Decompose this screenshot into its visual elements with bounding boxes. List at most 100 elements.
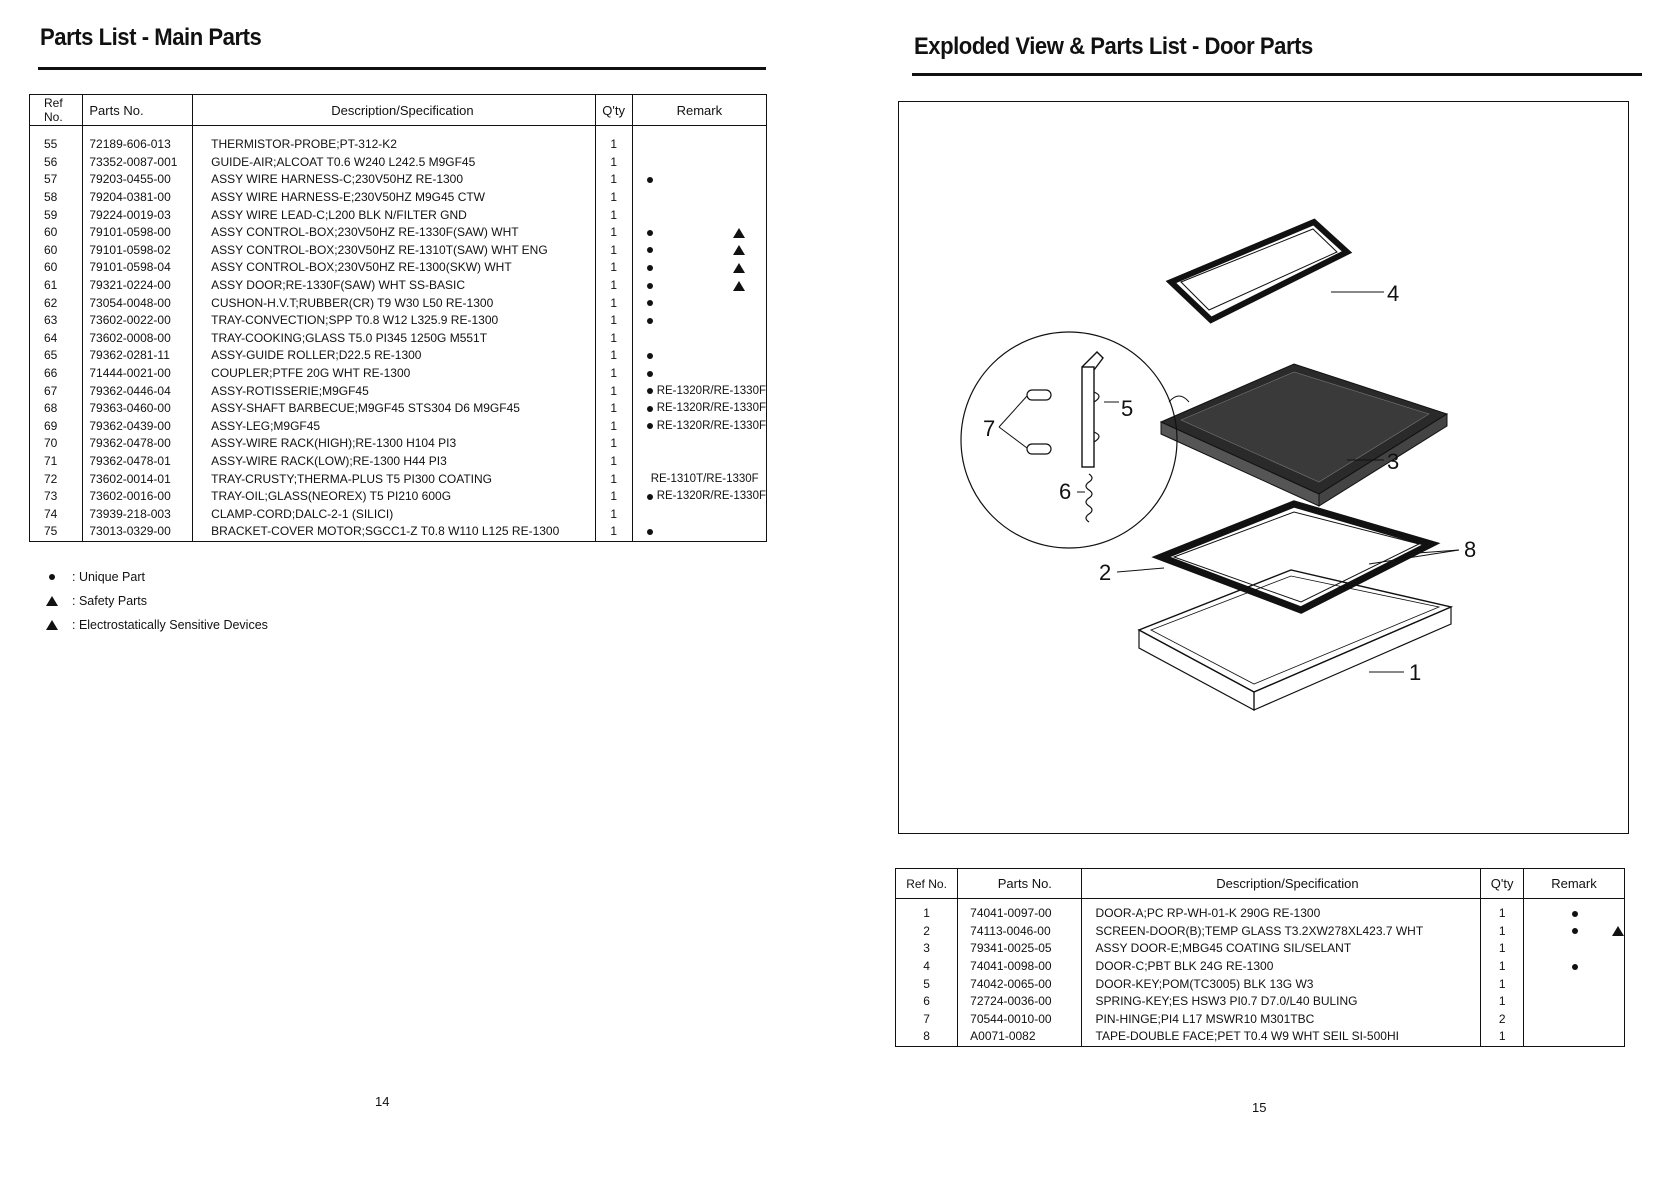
- unique-part-dot-icon: [49, 574, 55, 580]
- cell-qty: 1: [1480, 940, 1524, 958]
- cell-qty: 1: [1480, 1028, 1524, 1047]
- cell-qty: 1: [594, 294, 633, 312]
- cell-qty: 1: [594, 171, 633, 189]
- cell-qty: 1: [594, 470, 633, 488]
- cell-remark: [1523, 992, 1625, 1011]
- cell-remark: [631, 259, 767, 277]
- cell-remark: [631, 364, 767, 383]
- door-table-header: Ref No. Parts No. Description/Specificat…: [894, 868, 1625, 899]
- exploded-view-svg: 4 3 5 7 6 2 8 1: [960, 218, 1476, 712]
- cell-qty: 1: [594, 276, 633, 295]
- outer-door-part: [1137, 569, 1454, 712]
- cell-qty: 1: [594, 347, 633, 365]
- unique-part-dot-icon: [646, 352, 653, 359]
- cell-qty: 1: [594, 223, 633, 242]
- cell-qty: 1: [594, 452, 633, 471]
- unique-part-dot-icon: [646, 405, 653, 412]
- cell-part-no: 74041-0097-00: [957, 898, 1082, 923]
- cell-description: ASSY DOOR;RE-1330F(SAW) WHT SS-BASIC: [192, 276, 596, 295]
- cell-part-no: 73602-0016-00: [82, 487, 193, 506]
- detail-link: [1168, 395, 1190, 403]
- cell-part-no: 79362-0439-00: [82, 417, 193, 436]
- door-header-remark: Remark: [1523, 868, 1625, 899]
- cell-remark: [631, 206, 767, 224]
- callout-2: 2: [1099, 560, 1111, 585]
- cell-remark: [631, 329, 767, 348]
- cell-ref: 60: [44, 242, 58, 257]
- header-ref: Ref No.: [28, 94, 84, 126]
- cell-ref: 59: [44, 207, 58, 222]
- cell-part-no: 70544-0010-00: [957, 1010, 1082, 1029]
- cell-description: ASSY WIRE HARNESS-C;230V50HZ RE-1300: [192, 171, 596, 189]
- cell-part-no: 79321-0224-00: [82, 276, 193, 295]
- cell-part-no: 73054-0048-00: [82, 294, 193, 312]
- cell-part-no: 79204-0381-00: [82, 188, 193, 207]
- unique-part-dot-icon: [646, 229, 653, 236]
- main-parts-table: Ref No. Parts No. Description/Specificat…: [28, 94, 768, 542]
- remark-note: RE-1320R/RE-1330F: [656, 402, 766, 415]
- safety-triangle-icon: [732, 280, 745, 291]
- cell-remark: [631, 171, 767, 189]
- left-page-number: 14: [375, 1094, 390, 1109]
- cell-ref: 75: [44, 524, 58, 539]
- cell-qty: 1: [1480, 957, 1524, 976]
- exploded-view-diagram: 4 3 5 7 6 2 8 1: [898, 101, 1629, 834]
- left-page-title: Parts List - Main Parts: [40, 24, 262, 51]
- unique-part-dot-icon: [646, 370, 653, 377]
- cell-remark: [631, 241, 767, 260]
- remark-note: RE-1320R/RE-1330F: [656, 384, 766, 397]
- unique-part-dot-icon: [646, 493, 653, 500]
- right-title-rule: [912, 73, 1642, 76]
- leader-8a: [1403, 549, 1460, 555]
- door-parts-table: Ref No. Parts No. Description/Specificat…: [894, 868, 1625, 1047]
- unique-part-dot-icon: [646, 528, 653, 535]
- cell-ref: 61: [44, 278, 58, 293]
- cell-description: DOOR-A;PC RP-WH-01-K 290G RE-1300: [1080, 898, 1481, 923]
- door-header-ref: Ref No.: [894, 868, 959, 899]
- cell-description: ASSY CONTROL-BOX;230V50HZ RE-1310T(SAW) …: [192, 241, 596, 260]
- cell-description: ASSY CONTROL-BOX;230V50HZ RE-1330F(SAW) …: [192, 223, 596, 242]
- cell-part-no: 73352-0087-001: [82, 153, 193, 172]
- cell-part-no: 73013-0329-00: [82, 523, 193, 542]
- cell-part-no: 74113-0046-00: [957, 922, 1082, 941]
- cell-qty: 1: [1480, 898, 1524, 923]
- cell-description: TRAY-CONVECTION;SPP T0.8 W12 L325.9 RE-1…: [192, 311, 596, 330]
- cell-ref: 71: [44, 453, 58, 468]
- remark-note: RE-1320R/RE-1330F: [656, 490, 766, 503]
- unique-part-dot-icon: [646, 300, 653, 307]
- cell-remark: RE-1320R/RE-1330F: [631, 417, 767, 436]
- cell-qty: 1: [594, 188, 633, 207]
- cell-ref: 57: [44, 172, 58, 187]
- cell-part-no: 79362-0281-11: [82, 347, 193, 365]
- cell-remark: [631, 505, 767, 524]
- cell-remark: [1523, 898, 1625, 923]
- cell-remark: [631, 153, 767, 172]
- glass-screen-part: [1151, 500, 1441, 614]
- cell-ref: 1: [923, 906, 930, 921]
- cell-ref: 65: [44, 348, 58, 363]
- callout-4: 4: [1387, 281, 1399, 306]
- unique-part-dot-icon: [646, 247, 653, 254]
- cell-description: THERMISTOR-PROBE;PT-312-K2: [192, 125, 596, 154]
- unique-part-dot-icon: [646, 176, 653, 183]
- cell-part-no: 79203-0455-00: [82, 171, 193, 189]
- cell-ref: 3: [923, 941, 930, 956]
- cell-qty: 1: [594, 417, 633, 436]
- cell-description: ASSY-WIRE RACK(HIGH);RE-1300 H104 PI3: [192, 435, 596, 453]
- cell-remark: [1523, 975, 1625, 993]
- cell-part-no: A0071-0082: [957, 1028, 1082, 1047]
- cell-part-no: 74042-0065-00: [957, 975, 1082, 993]
- cell-ref: 66: [44, 366, 58, 381]
